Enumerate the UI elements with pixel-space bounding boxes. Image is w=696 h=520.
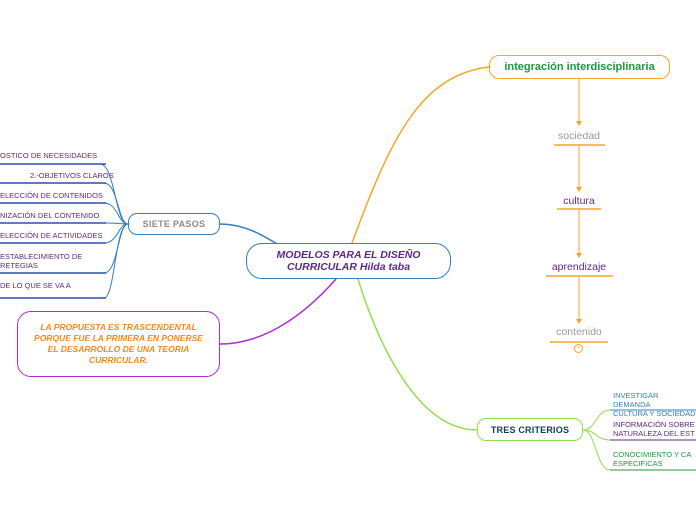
siete-item-4[interactable]: NIZACIÓN DEL CONTENIDO xyxy=(0,211,100,220)
siete-item-2[interactable]: 2.-OBJETIVOS CLAROS xyxy=(30,171,114,180)
topic-propuesta[interactable]: LA PROPUESTA ES TRASCENDENTAL PORQUE FUE… xyxy=(17,311,220,377)
link-central-tres xyxy=(357,278,478,431)
criterio-item-3[interactable]: CONOCIMIENTO Y CA ESPECIFICAS xyxy=(613,450,692,468)
siete-item-7[interactable]: DE LO QUE SE VA A xyxy=(0,281,71,290)
criterio-item-2[interactable]: INFORMACIÓN SOBRE NATURALEZA DEL EST xyxy=(613,420,695,438)
topic-propuesta-label: LA PROPUESTA ES TRASCENDENTAL PORQUE FUE… xyxy=(34,322,203,365)
tres-underlines xyxy=(610,409,696,471)
chain-arrowheads xyxy=(576,121,582,324)
topic-siete-pasos[interactable]: SIETE PASOS xyxy=(128,213,220,235)
tres-branches xyxy=(582,409,611,471)
siete-underlines xyxy=(0,163,106,299)
chain-item-sociedad[interactable]: sociedad xyxy=(557,130,601,142)
siete-item-6[interactable]: ESTABLECIMIENTO DE RETEGIAS xyxy=(0,252,83,270)
chain-item-cultura[interactable]: cultura xyxy=(563,195,595,207)
chain-item-contenido[interactable]: contenido xyxy=(556,326,602,338)
siete-item-1[interactable]: OSTICO DE NECESIDADES xyxy=(0,151,98,160)
topic-integracion-label: integración interdisciplinaria xyxy=(504,61,655,73)
criterio-item-1[interactable]: INVESTIGAR DEMANDA CULTURA Y SOCIEDAD xyxy=(613,391,696,418)
topic-siete-pasos-label: SIETE PASOS xyxy=(142,219,206,229)
central-topic[interactable]: MODELOS PARA EL DISEÑO CURRICULAR Hilda … xyxy=(246,243,451,279)
siete-item-3[interactable]: ELECCIÓN DE CONTENIDOS xyxy=(0,191,103,200)
siete-item-5[interactable]: ELECCIÓN DE ACTIVIDADES xyxy=(0,231,103,240)
topic-tres-criterios-label: TRES CRITERIOS xyxy=(490,424,570,435)
central-topic-label: MODELOS PARA EL DISEÑO CURRICULAR Hilda … xyxy=(276,249,421,273)
chain-underlines xyxy=(546,144,613,343)
link-central-integracion xyxy=(351,66,490,244)
siete-branches xyxy=(99,163,129,299)
link-central-propuesta xyxy=(219,278,337,345)
collapse-marker-icon[interactable]: + xyxy=(574,344,583,353)
topic-tres-criterios[interactable]: TRES CRITERIOS xyxy=(477,418,583,441)
topic-integracion[interactable]: integración interdisciplinaria xyxy=(489,55,670,79)
chain-item-aprendizaje[interactable]: aprendizaje xyxy=(551,261,607,273)
